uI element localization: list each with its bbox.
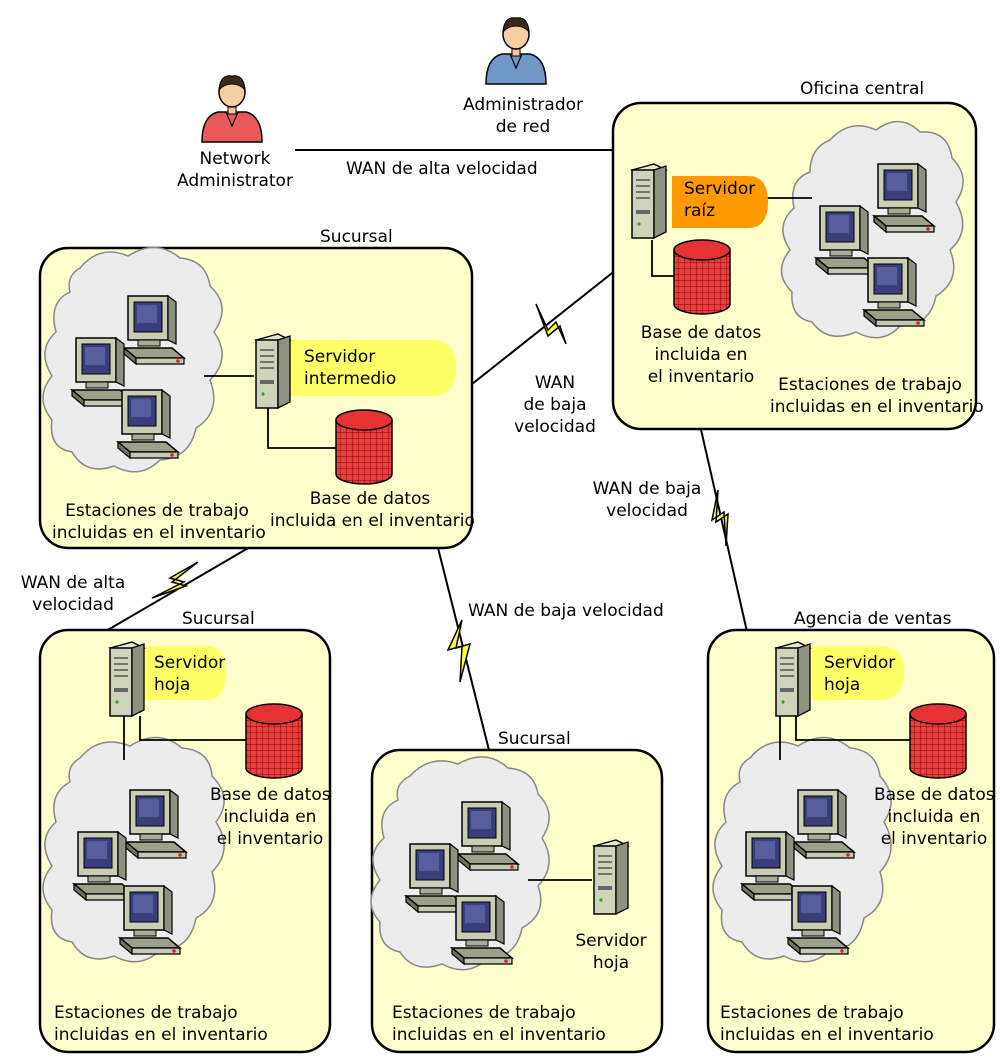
workstation-icon <box>457 801 519 871</box>
branch-left-db-label: Base de datos incluida en el inventario <box>210 785 331 849</box>
branch-mid-title: Sucursal <box>498 729 571 749</box>
workstation-icon <box>125 789 187 859</box>
workstation-icon <box>119 885 181 955</box>
sales-workstations-label: Estaciones de trabajo incluidas en el in… <box>720 1003 934 1045</box>
central-db-label: Base de datos incluida en el inventario <box>640 323 762 387</box>
branch-mid-workstations-label: Estaciones de trabajo incluidas en el in… <box>392 1003 606 1045</box>
wan-high-speed-top-label: WAN de alta velocidad <box>346 159 538 179</box>
workstation-icon <box>787 885 849 955</box>
leaf-server-sales-label: Servidor hoja <box>824 653 896 695</box>
branch-top-db-label: Base de datos incluida en el inventario <box>270 489 475 531</box>
workstation-icon <box>451 895 513 965</box>
database-icon <box>909 703 967 779</box>
database-icon <box>673 239 731 315</box>
workstation-icon <box>117 389 179 459</box>
network-administrator-person-icon <box>201 75 263 143</box>
intermediate-server-pill <box>288 340 456 396</box>
wan-low-speed-center-label: WAN de baja velocidad <box>468 601 664 621</box>
internal-links <box>123 197 912 881</box>
leaf-server-mid-label: Servidor hoja <box>575 931 647 973</box>
leaf-server-left-label: Servidor hoja <box>154 653 226 695</box>
branch-top-title: Sucursal <box>320 227 393 247</box>
workstation-icon <box>873 163 935 233</box>
database-icon <box>335 409 393 485</box>
sales-office-title: Agencia de ventas <box>794 609 952 629</box>
branch-left-title: Sucursal <box>182 609 255 629</box>
sales-db-label: Base de datos incluida en el inventario <box>874 785 995 849</box>
lightning-bolt-icon <box>710 489 729 547</box>
administrador-de-red-person-icon <box>485 17 547 85</box>
wan-high-speed-left-label: WAN de alta velocidad <box>20 573 126 615</box>
root-server-label: Servidor raíz <box>684 179 756 221</box>
leaf-server-pill-left <box>140 646 226 700</box>
workstation-icon <box>123 295 185 365</box>
server-icon <box>109 641 145 717</box>
root-server-pill <box>672 176 768 228</box>
server-icon <box>593 839 629 915</box>
intermediate-server-label: Servidor intermedio <box>304 347 397 389</box>
lightning-bolts <box>151 303 729 683</box>
wan-low-speed-right-label: WAN de baja velocidad <box>592 479 702 521</box>
workstation-icon <box>815 205 877 275</box>
branch-top-workstations-label: Estaciones de trabajo incluidas en el in… <box>52 501 266 543</box>
database-icon <box>245 703 303 779</box>
low-speed-wan-line-right <box>691 389 749 637</box>
lightning-bolt-icon <box>535 303 567 345</box>
workstation-icon <box>863 257 925 327</box>
lightning-bolt-icon <box>151 561 199 599</box>
workstation-icon <box>793 789 855 859</box>
lightning-bolt-icon <box>446 619 472 683</box>
central-workstations-label: Estaciones de trabajo incluidas en el in… <box>770 375 984 417</box>
wan-low-speed-mid-label: WAN de baja velocidad <box>514 373 596 437</box>
server-icon <box>631 163 667 239</box>
network-administrator-label: Network Administrator <box>177 149 293 191</box>
server-icon <box>775 641 811 717</box>
central-office-title: Oficina central <box>800 79 925 99</box>
leaf-server-pill-sales <box>812 646 904 700</box>
server-pills <box>140 176 904 700</box>
administrador-de-red-label: Administrador de red <box>462 95 583 137</box>
branch-left-workstations-label: Estaciones de trabajo incluidas en el in… <box>54 1003 268 1045</box>
server-icon <box>255 333 291 409</box>
